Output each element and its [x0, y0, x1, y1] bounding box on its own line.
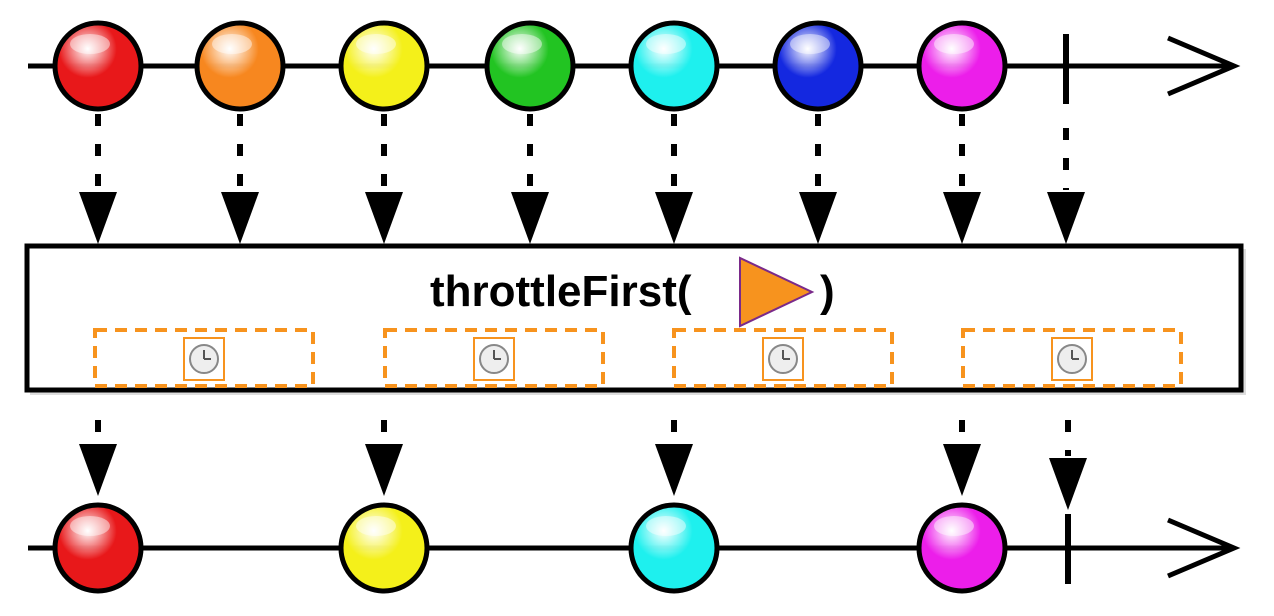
- orange-play-triangle-icon: [739, 256, 815, 328]
- output-marble-cyan: [628, 502, 720, 594]
- input-marble-blue: [772, 20, 864, 112]
- clock-icon: [473, 337, 515, 381]
- input-marble-highlight: [646, 34, 686, 54]
- input-marble-yellow: [338, 20, 430, 112]
- arrowhead-icon: [79, 444, 117, 496]
- throttle-window-1: [93, 328, 315, 388]
- input-marble-orange: [194, 20, 286, 112]
- output-arrow-1: [79, 420, 117, 496]
- input-marble-red: [52, 20, 144, 112]
- emission-arrows: [79, 114, 1087, 510]
- arrowhead-icon: [365, 192, 403, 244]
- output-marble-highlight: [646, 516, 686, 536]
- arrowhead-icon: [943, 444, 981, 496]
- input-arrow-1: [79, 114, 117, 244]
- clock-icon: [183, 337, 225, 381]
- operator-box-frame: [24, 243, 1244, 393]
- operator-box: throttleFirst( ): [24, 243, 1246, 395]
- arrowhead-icon: [365, 444, 403, 496]
- input-arrow-4: [511, 114, 549, 244]
- arrowhead-icon: [221, 192, 259, 244]
- output-marble-highlight: [934, 516, 974, 536]
- clock-icon: [1051, 337, 1093, 381]
- throttle-windows: [93, 328, 1183, 388]
- output-marble-yellow: [338, 502, 430, 594]
- clock-icon: [762, 337, 804, 381]
- input-marble-highlight: [934, 34, 974, 54]
- arrowhead-icon: [79, 192, 117, 244]
- operator-closing-paren: ): [820, 267, 835, 316]
- output-arrow-3: [655, 420, 693, 496]
- output-arrow-2: [365, 420, 403, 496]
- input-marble-magenta: [916, 20, 1008, 112]
- output-timeline-arrowhead: [1167, 517, 1241, 579]
- throttle-window-2: [383, 328, 605, 388]
- input-completion-arrow: [1047, 128, 1085, 244]
- input-timeline-arrowhead: [1167, 35, 1241, 97]
- output-marbles: [52, 502, 1008, 594]
- input-marble-highlight: [212, 34, 252, 54]
- input-marble-highlight: [790, 34, 830, 54]
- throttle-window-3: [672, 328, 894, 388]
- output-marble-red: [52, 502, 144, 594]
- output-marble-highlight: [356, 516, 396, 536]
- input-marble-cyan: [628, 20, 720, 112]
- input-arrow-7: [943, 114, 981, 244]
- arrowhead-icon: [511, 192, 549, 244]
- input-marble-highlight: [70, 34, 110, 54]
- input-marble-highlight: [502, 34, 542, 54]
- output-arrow-4: [943, 420, 981, 496]
- arrowhead-icon: [1049, 458, 1087, 510]
- throttle-window-4: [961, 328, 1183, 388]
- input-marbles: [52, 20, 1008, 112]
- output-completion-arrow: [1049, 420, 1087, 510]
- arrowhead-icon: [1047, 192, 1085, 244]
- operator-name: throttleFirst(: [430, 267, 692, 316]
- arrowhead-icon: [655, 192, 693, 244]
- arrowhead-icon: [799, 192, 837, 244]
- arrowhead-icon: [943, 192, 981, 244]
- input-arrow-5: [655, 114, 693, 244]
- input-arrow-2: [221, 114, 259, 244]
- input-marble-highlight: [356, 34, 396, 54]
- output-marble-magenta: [916, 502, 1008, 594]
- arrowhead-icon: [655, 444, 693, 496]
- input-marble-green: [484, 20, 576, 112]
- input-arrow-3: [365, 114, 403, 244]
- output-marble-highlight: [70, 516, 110, 536]
- input-arrow-6: [799, 114, 837, 244]
